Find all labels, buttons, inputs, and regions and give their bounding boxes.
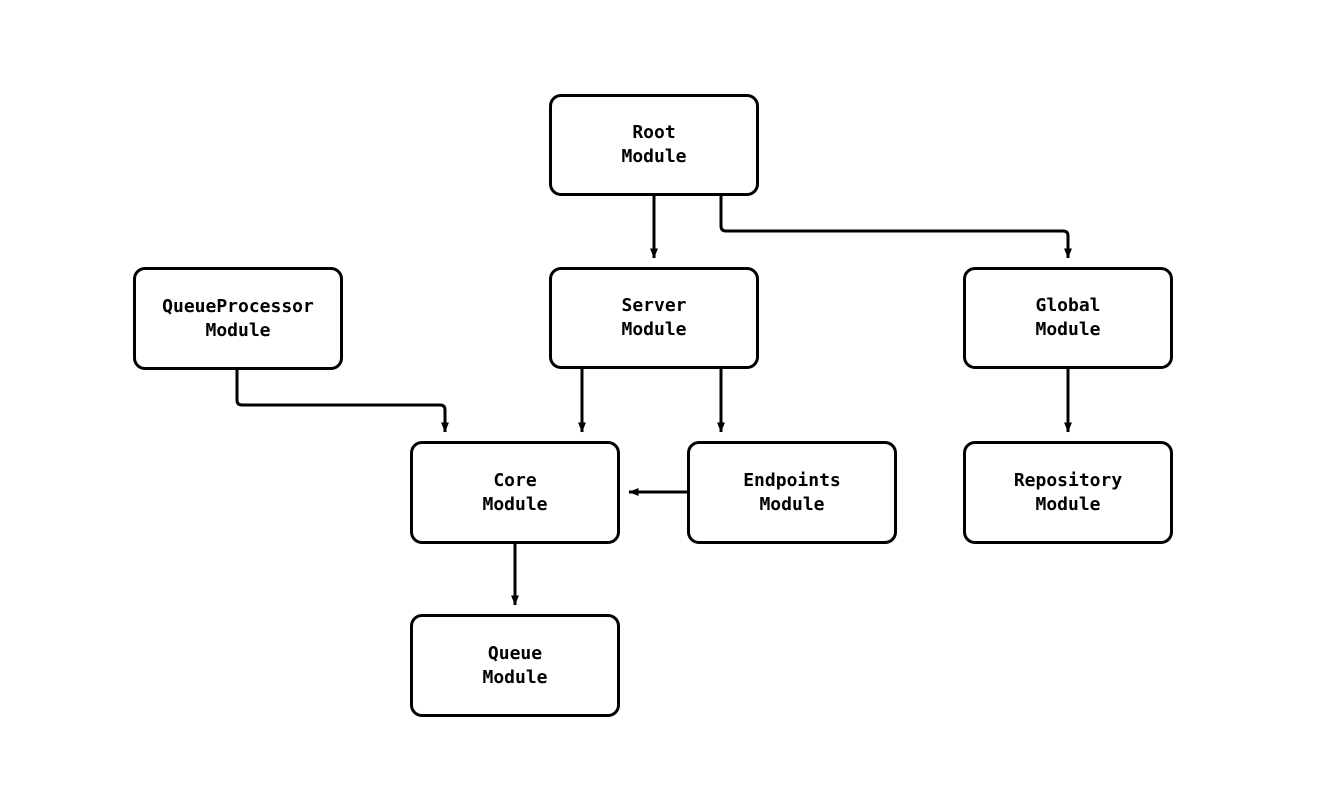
node-root[interactable]: Root Module <box>549 94 759 196</box>
edges-group <box>235 196 1072 606</box>
node-label-core: Core Module <box>482 469 548 515</box>
node-repository[interactable]: Repository Module <box>963 441 1173 544</box>
node-label-server: Server Module <box>621 295 687 340</box>
node-label-queueprocessor: QueueProcessor Module <box>162 295 314 341</box>
edge-root-global <box>719 196 1072 259</box>
node-endpoints[interactable]: Endpoints Module <box>687 441 897 544</box>
node-label-global: Global Module <box>1035 295 1101 340</box>
node-global[interactable]: Global Module <box>963 267 1173 369</box>
node-label-repository: Repository Module <box>1013 469 1123 515</box>
node-server[interactable]: Server Module <box>549 267 759 369</box>
node-queue[interactable]: Queue Module <box>410 614 620 717</box>
node-queueprocessor[interactable]: QueueProcessor Module <box>133 267 343 370</box>
node-label-endpoints: Endpoints Module <box>743 469 841 515</box>
node-label-root: Root Module <box>621 122 687 167</box>
node-core[interactable]: Core Module <box>410 441 620 544</box>
edge-queueprocessor-core <box>235 370 449 433</box>
node-label-queue: Queue Module <box>482 642 548 688</box>
